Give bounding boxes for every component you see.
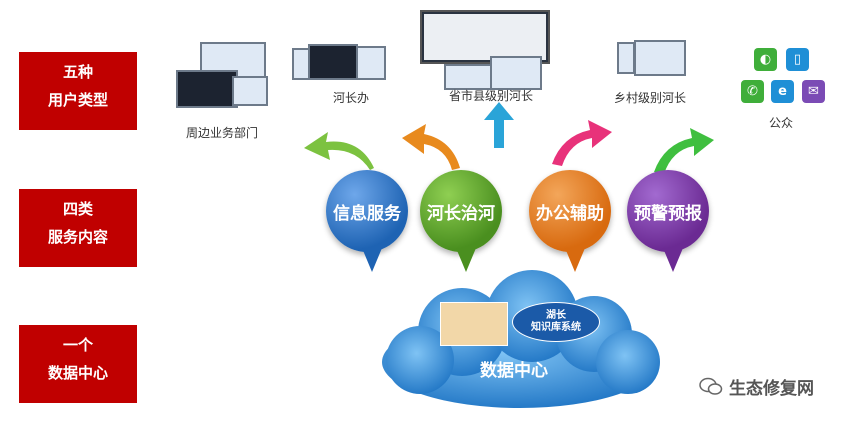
watermark-text: 生态修复网 (729, 379, 814, 399)
row-label-service-content: 四类 服务内容 (19, 189, 137, 267)
watermark: 生态修复网 (699, 374, 814, 399)
row-label-line1: 一个 (62, 336, 93, 354)
service-river-governance: 河长治河 (420, 170, 502, 272)
row-label-user-types: 五种 用户类型 (19, 52, 137, 130)
data-center-cloud (382, 270, 660, 408)
row-label-line1: 五种 (62, 63, 93, 81)
map-thumbnail (440, 302, 508, 346)
wechat-logo-icon (699, 377, 723, 395)
row-label-line2: 数据中心 (47, 364, 108, 382)
user-river-chief-office: 河长办 (333, 91, 370, 105)
tablet-device (444, 64, 492, 90)
user-township-village-chiefs: 乡村级别河长 (614, 91, 687, 105)
user-peripheral-departments: 周边业务部门 (186, 126, 259, 140)
row-label-line2: 服务内容 (47, 228, 108, 246)
mail-icon: ✉ (802, 80, 825, 103)
service-office-assist: 办公辅助 (529, 170, 611, 272)
service-info: 信息服务 (326, 170, 408, 272)
arrow-to-township-icon (552, 120, 612, 166)
user-province-city-county-chiefs: 省市县级别河长 (449, 89, 534, 103)
knowledge-base-badge: 湖长 知识库系统 (512, 302, 600, 342)
service-label: 信息服务 (333, 203, 401, 224)
desktop-monitor (490, 56, 542, 90)
user-public: 公众 (769, 116, 794, 130)
arrow-to-public-icon (654, 128, 714, 174)
service-label: 办公辅助 (536, 203, 604, 224)
arrow-to-peripheral-icon (304, 132, 374, 170)
video-wall (420, 10, 550, 64)
service-label: 预警预报 (634, 203, 702, 224)
mobile-phone-icon: ▯ (786, 48, 809, 71)
arrow-to-province-icon (484, 102, 514, 148)
service-label: 河长治河 (427, 203, 495, 224)
row-label-line1: 四类 (62, 200, 93, 218)
wechat-icon: ◐ (754, 48, 777, 71)
knowledge-base-label: 湖长 知识库系统 (531, 310, 581, 333)
row-label-line2: 用户类型 (47, 91, 108, 109)
arrow-to-office-icon (402, 124, 460, 170)
row-label-data-center: 一个 数据中心 (19, 325, 137, 403)
phone-call-icon: ✆ (741, 80, 764, 103)
service-early-warning: 预警预报 (627, 170, 709, 272)
browser-ie-icon: e (771, 80, 794, 103)
data-center-title: 数据中心 (480, 361, 548, 381)
